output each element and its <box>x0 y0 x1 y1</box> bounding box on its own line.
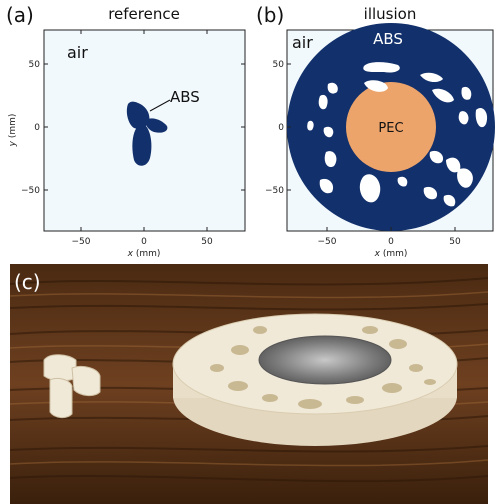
reference-abs-object <box>43 354 101 419</box>
panel-b-abs-label: ABS <box>373 30 403 48</box>
metal-core <box>258 335 392 385</box>
panel-a-air-label: air <box>67 43 88 62</box>
panel-a-title: reference <box>108 5 180 23</box>
panel-b-pec-label: PEC <box>378 121 403 136</box>
panel-a-xtick-label: 0 <box>141 237 147 247</box>
panel-b-ytick-label: 0 <box>278 123 284 133</box>
panel-b-title: illusion <box>363 5 417 23</box>
panel-a-abs-label: ABS <box>170 88 200 106</box>
panel-a-ytick-label: 0 <box>34 123 40 133</box>
panel-a-xtick-label: −50 <box>72 237 91 247</box>
panel-a-ylabel: y (mm) <box>8 114 18 148</box>
panel-a-label: (a) <box>6 3 34 27</box>
panel-a-ytick-label: −50 <box>21 186 40 196</box>
ring-holes <box>210 326 436 409</box>
panel-b-label: (b) <box>256 3 285 27</box>
panel-b-xlabel: x (mm) <box>374 249 408 259</box>
panel-b-pec-core <box>346 82 436 172</box>
panel-c-photo: (c) <box>10 264 488 504</box>
panel-b-xtick-label: −50 <box>318 237 337 247</box>
panel-a-plot: −50 0 50 50 0 −50 x (mm) y (mm) air ABS <box>8 29 246 259</box>
panel-a-xtick-label: 50 <box>201 237 213 247</box>
panel-b-ytick-label: 50 <box>273 60 285 70</box>
panel-b-ytick-label: −50 <box>265 186 284 196</box>
panel-c-label: (c) <box>14 270 41 294</box>
panel-b-xtick-label: 50 <box>449 237 461 247</box>
panel-b-xtick-label: 0 <box>388 237 394 247</box>
panel-a-abs-pointer <box>149 99 171 112</box>
panel-a-ytick-label: 50 <box>29 60 41 70</box>
panel-c-scene <box>10 264 488 504</box>
panel-b-air-pockets <box>307 62 488 207</box>
panel-b-plot: −50 0 50 50 0 −50 x (mm) air ABS PEC <box>265 23 495 259</box>
panel-b-air-label: air <box>292 33 313 52</box>
panel-a-xlabel: x (mm) <box>127 249 161 259</box>
illusion-ring-object <box>172 313 458 446</box>
panel-a-abs-object <box>126 101 168 166</box>
